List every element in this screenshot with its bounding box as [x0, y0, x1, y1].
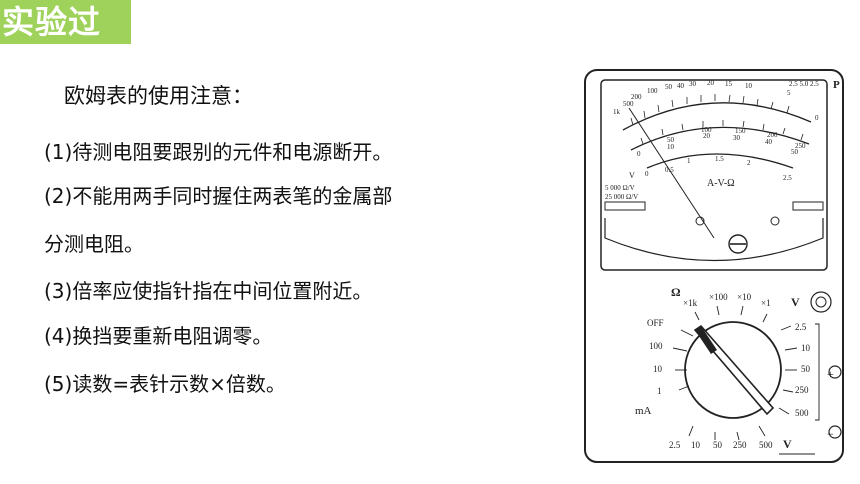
dial-multiplier: ×100: [709, 292, 728, 302]
dc-scale-arc: [630, 126, 810, 151]
title-banner: 实验过程: [0, 0, 131, 79]
dial-window: [600, 79, 828, 271]
meter-needle: [628, 107, 715, 239]
dial-off-label: OFF: [647, 318, 664, 328]
note-item-3: (3)倍率应使指针指在中间位置附近。: [44, 279, 373, 303]
selector-pointer-tip: [695, 326, 717, 354]
dc-scale-label: 200: [767, 131, 778, 139]
ohm-scale-label: 1k: [613, 108, 621, 116]
page-title: 实验过程: [2, 3, 102, 79]
ohm-scale-label: 100: [647, 87, 658, 95]
unit-label: A-V-Ω: [707, 178, 735, 189]
dc-scale-label: 10: [667, 143, 675, 151]
multimeter-figure: 1k 500 200 100 50 40 30 20 15 10 5 0 0 5…: [584, 69, 844, 463]
ohm-scale-label: 200: [631, 93, 642, 101]
inner-scale-label: 1: [687, 157, 691, 165]
dc-scale-label: 150: [735, 127, 746, 135]
inner-scale-label: 2: [747, 159, 751, 167]
sensitivity-label-1: 5 000 Ω/V: [605, 184, 635, 192]
window-bottom-curve: [604, 218, 824, 262]
ohm-zero-knob[interactable]: [810, 291, 832, 313]
dc-scale-label: 0: [637, 150, 641, 158]
dc-scale-ticks: [640, 120, 804, 145]
plus-terminal-label: +: [827, 367, 834, 381]
p-label: P: [833, 79, 840, 91]
mirror-strip-right: [792, 201, 824, 211]
note-item-2: (2)不能用两手同时握住两表笔的金属部: [44, 184, 393, 208]
dc-scale-label: 30: [733, 134, 741, 142]
ohm-scale-ticks: [630, 94, 790, 126]
dc-scale-label: 100: [701, 126, 712, 134]
dial-ohm-label: Ω: [671, 285, 681, 299]
dial-v-label: V: [791, 295, 800, 309]
inner-scale-label: 0: [645, 170, 649, 178]
dial-bottom-label: 50: [713, 440, 723, 450]
screw-right: [770, 216, 780, 226]
dial-right-label: 2.5: [795, 322, 807, 332]
note-item-5: (5)读数=表针示数×倍数。: [44, 372, 286, 396]
dial-left-label: 1: [657, 386, 662, 396]
dial-bottom-label: 10: [691, 440, 701, 450]
meter-case: [584, 69, 844, 463]
right-top-labels: 2.5 5.0 2.5: [789, 80, 819, 88]
ohm-scale-label: 50: [665, 83, 673, 91]
dial-right-label: 250: [795, 385, 809, 395]
range-selector-knob[interactable]: [684, 321, 782, 419]
positive-terminal[interactable]: [828, 365, 842, 379]
v-symbol: V: [629, 171, 635, 180]
zero-adjust-screw[interactable]: [728, 234, 748, 254]
mirror-strip-left: [604, 201, 646, 211]
dial-multiplier: ×1: [761, 298, 771, 308]
ohm-scale-label: 20: [707, 79, 715, 87]
dial-left-label: 10: [653, 364, 663, 374]
dial-left-label: 100: [649, 341, 663, 351]
ohm-scale-label: 30: [689, 80, 697, 88]
selector-ticks: [672, 305, 798, 441]
ohm-scale-label: 15: [725, 80, 733, 88]
note-item-2-continued: 分测电阻。: [44, 232, 144, 256]
sensitivity-label-2: 25 000 Ω/V: [605, 193, 638, 201]
dial-right-label: 500: [795, 408, 809, 418]
dial-bottom-label: 2.5: [669, 440, 681, 450]
inner-scale-label: 1.5: [715, 155, 724, 163]
inner-scale-arc: [646, 153, 794, 169]
dial-multiplier: ×1k: [683, 298, 698, 308]
dc-scale-label: 40: [765, 138, 773, 146]
dial-multiplier: ×10: [737, 292, 752, 302]
ohm-scale-label: 10: [745, 82, 753, 90]
ohm-zero-knob-center: [815, 296, 827, 308]
inner-scale-label: 2.5: [783, 174, 792, 182]
ohm-scale-label: 0: [815, 114, 819, 122]
bottom-v-label: V: [783, 437, 792, 451]
dial-right-label: 50: [801, 364, 811, 374]
mechanical-zero-screw[interactable]: [695, 216, 705, 226]
ma-label: mA: [635, 405, 652, 417]
dial-right-label: 10: [801, 343, 811, 353]
negative-terminal[interactable]: [828, 425, 842, 439]
ohm-scale-label: 5: [787, 89, 791, 97]
voltage-bracket: [815, 323, 820, 421]
dc-scale-label: 250: [795, 142, 806, 150]
dc-scale-label: 50: [667, 136, 675, 144]
note-item-1: (1)待测电阻要跟别的元件和电源断开。: [44, 140, 393, 164]
dial-bottom-label: 500: [759, 440, 773, 450]
ohm-scale-label: 40: [677, 82, 685, 90]
intro-heading: 欧姆表的使用注意：: [64, 84, 253, 108]
dc-scale-label: 20: [703, 132, 711, 140]
note-item-4: (4)换挡要重新电阻调零。: [44, 324, 273, 348]
ohm-scale-arc: [622, 102, 812, 131]
ohm-scale-label: 500: [623, 100, 634, 108]
dial-bottom-label: 250: [733, 440, 747, 450]
dc-scale-label: 50: [791, 148, 799, 156]
minus-terminal-label: −: [827, 427, 834, 441]
